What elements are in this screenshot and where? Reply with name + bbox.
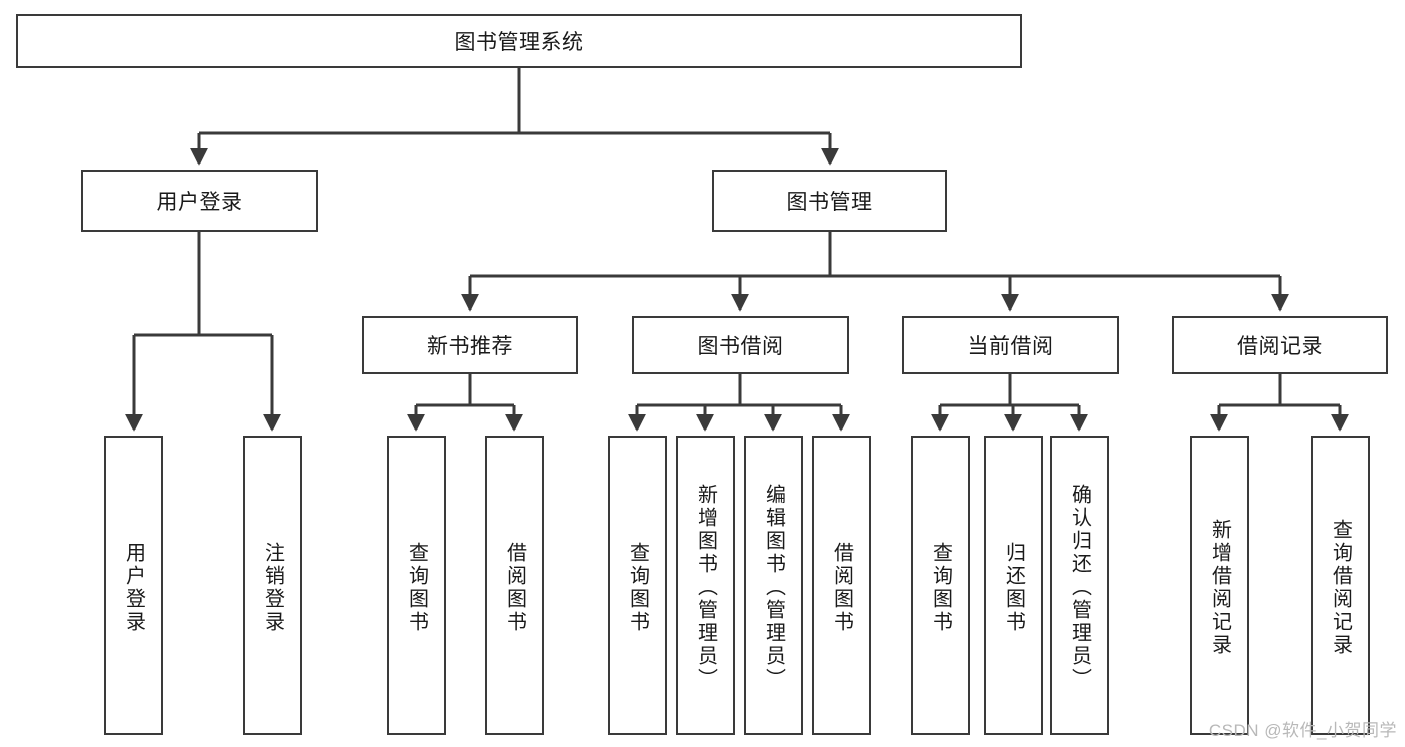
node-new-book-recommend[interactable]: 新书推荐 <box>362 316 578 374</box>
node-leaf-return-book-label: 归还图书 <box>1002 541 1025 634</box>
watermark: CSDN @软件_小贺同学 <box>1208 721 1397 740</box>
node-leaf-logout-label: 注销登录 <box>261 541 284 634</box>
node-leaf-confirm-return[interactable]: 确认归还（管理员） <box>1050 436 1109 735</box>
node-user-login[interactable]: 用户登录 <box>81 170 318 232</box>
node-root[interactable]: 图书管理系统 <box>16 14 1022 68</box>
node-leaf-borrow-book-1[interactable]: 借阅图书 <box>485 436 544 735</box>
node-leaf-query-book-3-label: 查询图书 <box>929 541 952 634</box>
node-leaf-query-book-2-label: 查询图书 <box>626 541 649 634</box>
node-leaf-add-book-label: 新增图书（管理员） <box>694 484 717 691</box>
node-new-book-recommend-label: 新书推荐 <box>427 335 513 358</box>
node-book-manage-label: 图书管理 <box>786 191 873 214</box>
node-leaf-user-login[interactable]: 用户登录 <box>104 436 163 735</box>
node-leaf-add-record[interactable]: 新增借阅记录 <box>1190 436 1249 735</box>
node-leaf-borrow-book-2-label: 借阅图书 <box>830 541 853 634</box>
node-book-borrow[interactable]: 图书借阅 <box>632 316 849 374</box>
node-leaf-query-record-label: 查询借阅记录 <box>1329 518 1352 657</box>
node-leaf-query-book-2[interactable]: 查询图书 <box>608 436 667 735</box>
node-leaf-query-book-3[interactable]: 查询图书 <box>911 436 970 735</box>
node-root-label: 图书管理系统 <box>454 31 584 54</box>
node-leaf-return-book[interactable]: 归还图书 <box>984 436 1043 735</box>
node-leaf-confirm-return-label: 确认归还（管理员） <box>1068 484 1091 691</box>
node-book-borrow-label: 图书借阅 <box>697 335 784 358</box>
node-current-borrow-label: 当前借阅 <box>967 335 1054 358</box>
node-leaf-user-login-label: 用户登录 <box>122 541 145 634</box>
node-leaf-edit-book[interactable]: 编辑图书（管理员） <box>744 436 803 735</box>
node-leaf-borrow-book-1-label: 借阅图书 <box>503 541 526 634</box>
node-leaf-query-book-1-label: 查询图书 <box>405 541 428 634</box>
node-leaf-query-record[interactable]: 查询借阅记录 <box>1311 436 1370 735</box>
node-leaf-edit-book-label: 编辑图书（管理员） <box>762 484 785 691</box>
node-borrow-record[interactable]: 借阅记录 <box>1172 316 1388 374</box>
node-borrow-record-label: 借阅记录 <box>1237 335 1323 358</box>
node-user-login-label: 用户登录 <box>156 191 243 214</box>
node-leaf-add-record-label: 新增借阅记录 <box>1208 518 1231 657</box>
node-leaf-logout[interactable]: 注销登录 <box>243 436 302 735</box>
node-current-borrow[interactable]: 当前借阅 <box>902 316 1119 374</box>
node-book-manage[interactable]: 图书管理 <box>712 170 947 232</box>
node-leaf-add-book[interactable]: 新增图书（管理员） <box>676 436 735 735</box>
node-leaf-query-book-1[interactable]: 查询图书 <box>387 436 446 735</box>
node-leaf-borrow-book-2[interactable]: 借阅图书 <box>812 436 871 735</box>
